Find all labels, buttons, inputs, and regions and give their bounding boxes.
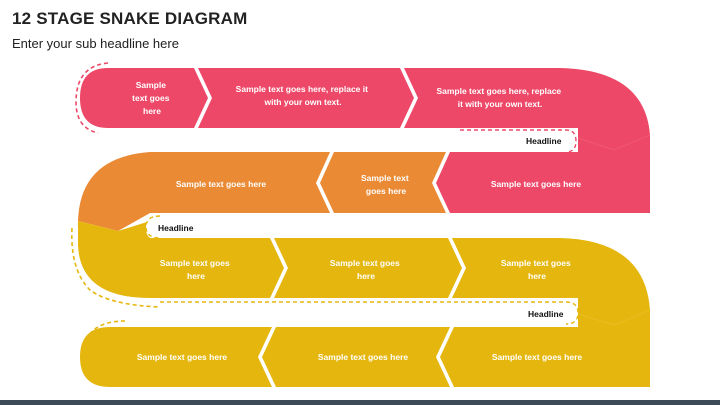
headline-strip-2 [145,215,330,239]
stage-text-9: Sample text goes here [501,258,573,281]
dashed-outline-row1 [75,62,109,134]
headline-strip-1 [455,129,577,153]
stage-text-7: Sample text goes here [160,258,232,281]
snake-segment-3 [404,68,650,150]
dashed-outline-row3 [71,227,161,308]
snake-segment-6 [436,135,650,213]
snake-segment-7 [78,221,284,298]
stage-text-4: Sample text goes here [176,179,267,189]
headline-label-1: Headline [526,136,562,146]
stage-text-10: Sample text goes here [137,352,228,362]
snake-segment-10 [80,327,272,387]
snake-segment-4 [78,152,330,231]
stage-text-6: Sample text goes here [491,179,582,189]
stage-text-1: Sample text goes here [132,80,172,116]
snake-segment-2 [198,68,414,128]
stage-text-2: Sample text goes here, replace it with y… [236,84,371,107]
snake-segment-8 [274,238,462,298]
headline-strip-3 [160,301,579,325]
snake-segment-12 [440,310,650,387]
page-title: 12 STAGE SNAKE DIAGRAM [12,9,248,28]
snake-segment-9 [452,238,650,325]
snake-segment-5 [320,152,446,213]
headline-label-3: Headline [528,309,564,319]
page-subtitle: Enter your sub headline here [12,36,179,51]
headline-label-2: Headline [158,223,194,233]
footer-bar [0,400,720,405]
stage-text-5: Sample text goes here [361,173,411,196]
snake-segment-1 [80,68,208,128]
stage-text-11: Sample text goes here [318,352,409,362]
snake-segment-11 [262,327,450,387]
stage-text-12: Sample text goes here [492,352,583,362]
stage-text-8: Sample text goes here [330,258,402,281]
stage-text-3: Sample text goes here, replace it with y… [436,86,563,109]
